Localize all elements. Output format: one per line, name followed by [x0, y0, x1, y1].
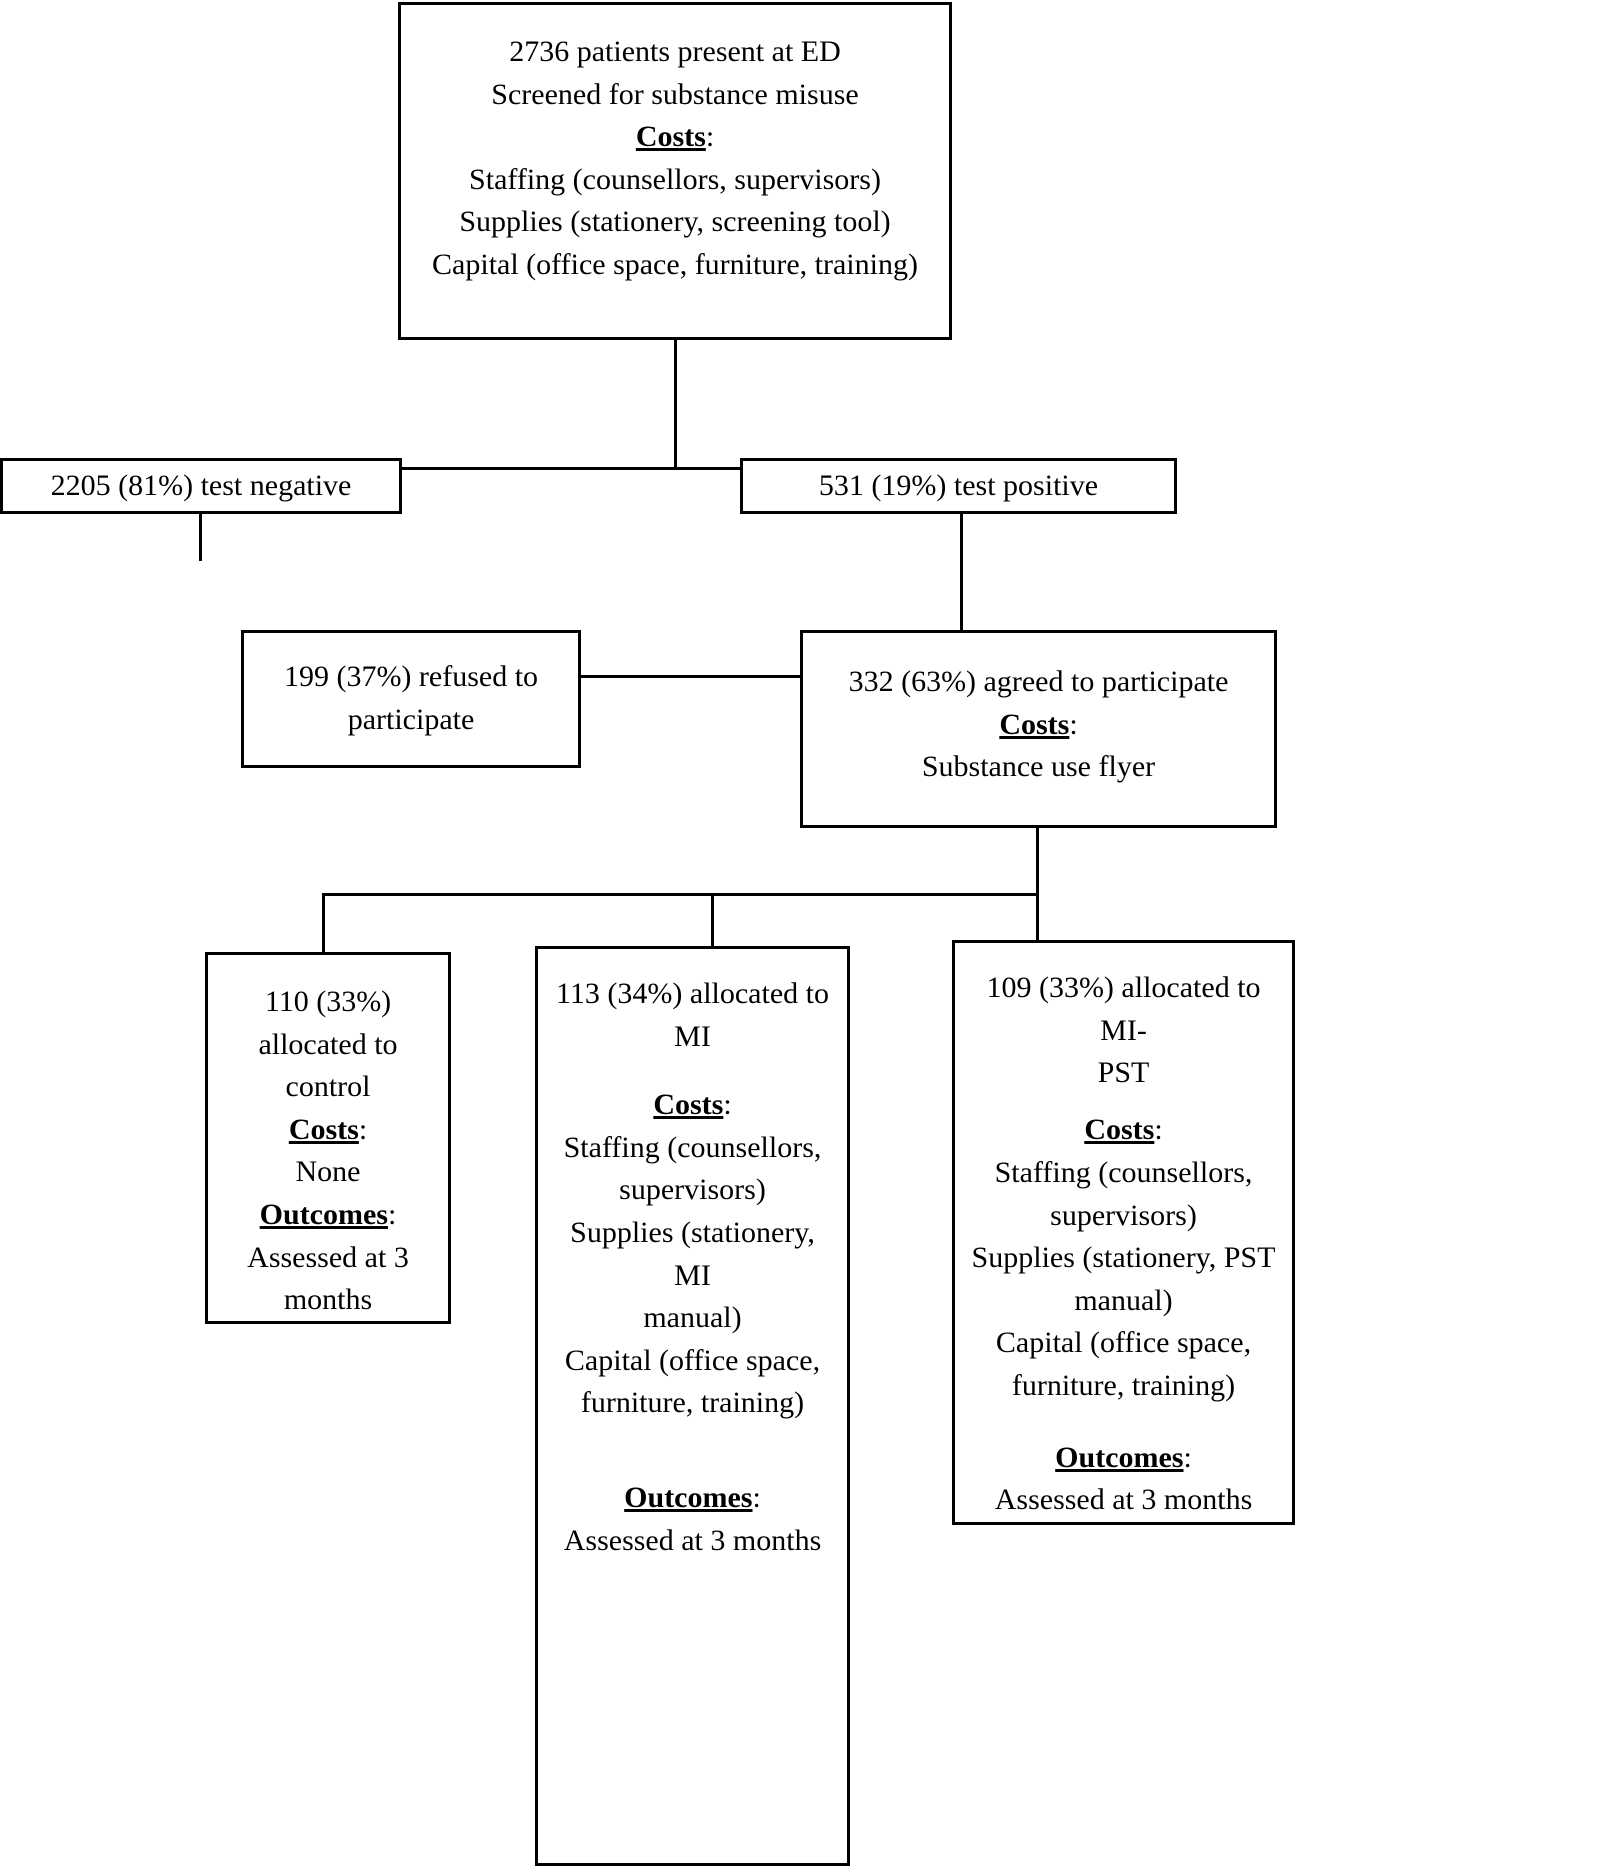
costs-label: Costs: [635, 120, 706, 154]
costs-label: Costs: [999, 707, 1070, 741]
mi-outcome-1: Assessed at 3 months: [563, 1523, 822, 1557]
mi-line-1: 113 (34%) allocated to: [556, 977, 829, 1010]
mi-cost-2b: manual): [643, 1301, 742, 1335]
mipst-outcomes-header: Outcomes:: [955, 1437, 1292, 1480]
control-cost-1: None: [295, 1155, 361, 1189]
screened-cost-1: Staffing (counsellors, supervisors): [469, 162, 881, 196]
node-test-negative[interactable]: 2205 (81%) test negative: [0, 458, 402, 514]
control-outcome-1: Assessed at 3: [247, 1240, 409, 1274]
outcomes-label: Outcomes: [259, 1197, 388, 1231]
costs-label: Costs: [288, 1112, 359, 1146]
agreed-costs-header: Costs:: [803, 704, 1274, 747]
costs-colon: :: [358, 1112, 368, 1146]
node-mi-arm[interactable]: 113 (34%) allocated to MI Costs: Staffin…: [535, 946, 850, 1866]
connector-row3-bar: [411, 675, 963, 678]
test-negative-label: 2205 (81%) test negative: [50, 468, 352, 502]
mi-line-2: MI: [674, 1019, 711, 1053]
mipst-cost-3b: furniture, training): [1011, 1368, 1236, 1402]
agreed-line-1: 332 (63%) agreed to participate: [848, 665, 1229, 698]
node-agreed[interactable]: 332 (63%) agreed to participate Costs: S…: [800, 630, 1277, 828]
agreed-cost-1: Substance use flyer: [921, 750, 1156, 784]
refused-line-2: participate: [347, 703, 475, 736]
node-mi-pst-arm[interactable]: 109 (33%) allocated to MI- PST Costs: St…: [952, 940, 1295, 1525]
mi-cost-3b: furniture, training): [580, 1386, 805, 1420]
mipst-costs-header: Costs:: [955, 1109, 1292, 1152]
outcomes-colon: :: [1183, 1440, 1192, 1474]
node-refused[interactable]: 199 (37%) refused to participate: [241, 630, 581, 768]
connector-row2-bar: [199, 467, 963, 470]
costs-colon: :: [1069, 707, 1078, 741]
costs-label: Costs: [1084, 1113, 1155, 1147]
mipst-line-1: 109 (33%) allocated to MI-: [986, 971, 1261, 1047]
costs-label: Costs: [653, 1088, 724, 1122]
screened-cost-3: Capital (office space, furniture, traini…: [432, 247, 918, 281]
mi-cost-3a: Capital (office space,: [564, 1343, 821, 1377]
outcomes-label: Outcomes: [1055, 1440, 1184, 1474]
connector-agreed-stem: [1036, 826, 1039, 896]
mi-cost-2a: Supplies (stationery, MI: [570, 1215, 815, 1292]
node-control-arm[interactable]: 110 (33%) allocated to control Costs: No…: [205, 952, 451, 1324]
screened-cost-2: Supplies (stationery, screening tool): [459, 205, 891, 239]
control-line-1: 110 (33%): [264, 985, 392, 1018]
connector-to-control: [322, 893, 325, 955]
screened-line-1: 2736 patients present at ED: [509, 35, 841, 68]
control-line-3: control: [285, 1070, 371, 1104]
outcomes-colon: :: [387, 1197, 397, 1231]
outcomes-colon: :: [752, 1480, 761, 1514]
costs-colon: :: [1154, 1113, 1163, 1147]
control-costs-header: Costs:: [208, 1109, 448, 1152]
connector-root-stem: [674, 340, 677, 470]
mipst-cost-1b: supervisors): [1050, 1198, 1197, 1232]
mipst-outcome-1: Assessed at 3 months: [994, 1483, 1253, 1517]
control-line-2: allocated to: [258, 1027, 398, 1061]
screened-line-2: Screened for substance misuse: [491, 77, 859, 111]
refused-line-1: 199 (37%) refused to: [283, 660, 539, 694]
connector-row4-bar: [322, 893, 1039, 896]
mipst-cost-1a: Staffing (counsellors,: [994, 1156, 1253, 1189]
node-screened[interactable]: 2736 patients present at ED Screened for…: [398, 2, 952, 340]
control-outcome-2: months: [283, 1283, 373, 1317]
costs-colon: :: [723, 1088, 732, 1122]
mipst-cost-2b: manual): [1074, 1283, 1173, 1317]
connector-to-test-negative: [199, 467, 202, 561]
control-outcomes-header: Outcomes:: [208, 1194, 448, 1237]
mi-outcomes-header: Outcomes:: [538, 1477, 847, 1520]
mipst-cost-2a: Supplies (stationery, PST: [971, 1241, 1276, 1275]
connector-test-positive-stem: [960, 514, 963, 678]
mipst-cost-3a: Capital (office space,: [995, 1326, 1252, 1360]
mi-cost-1b: supervisors): [619, 1173, 766, 1207]
test-positive-label: 531 (19%) test positive: [818, 468, 1099, 502]
screened-costs-header: Costs:: [401, 116, 949, 159]
connector-to-mipst: [1036, 893, 1039, 943]
mi-cost-1a: Staffing (counsellors,: [563, 1130, 822, 1164]
outcomes-label: Outcomes: [624, 1480, 753, 1514]
mi-costs-header: Costs:: [538, 1084, 847, 1127]
mipst-line-2: PST: [1097, 1056, 1150, 1090]
connector-to-mi: [711, 893, 714, 949]
costs-colon: :: [705, 120, 715, 154]
node-test-positive[interactable]: 531 (19%) test positive: [740, 458, 1177, 514]
